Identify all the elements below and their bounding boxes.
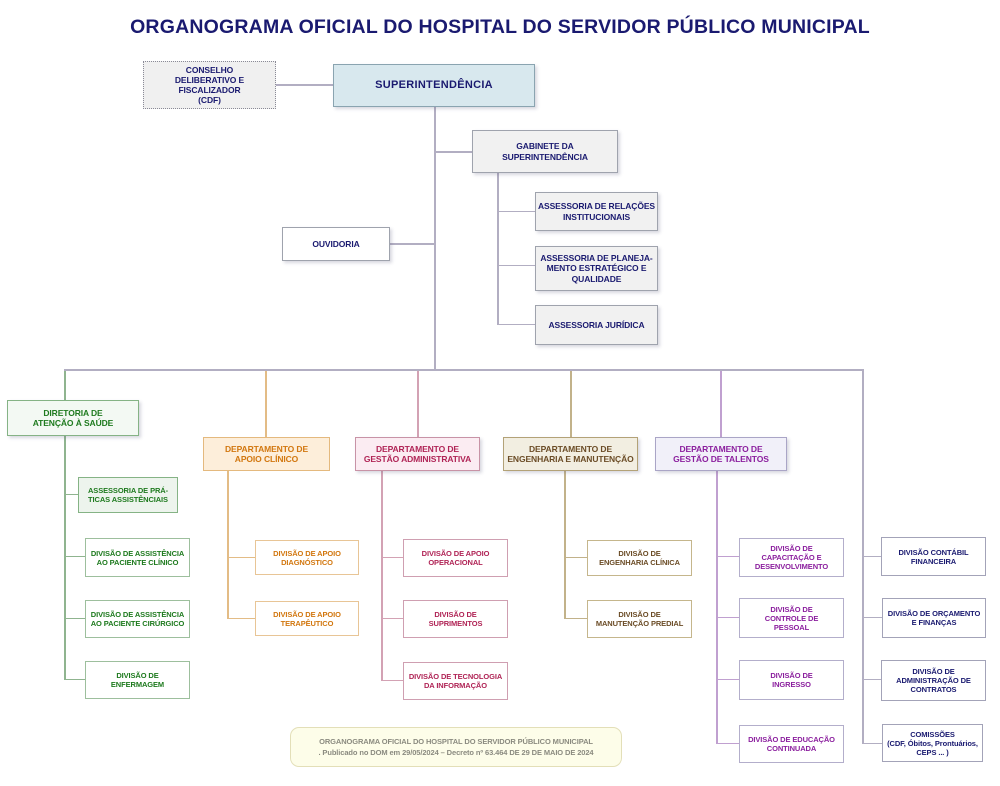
node-assessoria-planejamento: ASSESSORIA DE PLANEJA- MENTO ESTRATÉGICO… <box>535 246 658 291</box>
connector-comissoes <box>864 743 882 744</box>
connector-manutencao-predial <box>566 618 587 619</box>
connector-engenharia-clinica <box>566 557 587 558</box>
node-divisao-tecnologia: DIVISÃO DE TECNOLOGIA DA INFORMAÇÃO <box>403 662 508 700</box>
connector-paciente-clinico <box>66 556 85 557</box>
connector-terapeutico <box>229 618 255 619</box>
connector-praticas <box>66 494 78 495</box>
node-divisao-educacao: DIVISÃO DE EDUCAÇÃO CONTINUADA <box>739 725 844 763</box>
connector-tecnologia <box>383 680 403 681</box>
footer-note-line1: ORGANOGRAMA OFICIAL DO HOSPITAL DO SERVI… <box>319 737 593 746</box>
node-conselho-deliberativo: CONSELHO DELIBERATIVO E FISCALIZADOR (CD… <box>143 61 276 109</box>
connector-trunk <box>434 107 436 370</box>
connector-engenharia-stem <box>564 471 566 619</box>
connector-paciente-cirurgico <box>66 618 85 619</box>
node-divisao-contabil: DIVISÃO CONTÁBIL FINANCEIRA <box>881 537 986 576</box>
connector-drop-engenharia <box>570 371 572 437</box>
connector-gabinete <box>436 151 472 153</box>
node-divisao-manutencao-predial: DIVISÃO DE MANUTENÇÃO PREDIAL <box>587 600 692 638</box>
connector-gabinete-stem <box>497 173 499 325</box>
connector-apoio-stem <box>227 471 229 619</box>
connector-ingresso <box>718 679 739 680</box>
connector-orcamento <box>864 617 882 618</box>
connector-assessoria-planejamento <box>499 265 535 266</box>
node-diretoria-saude: DIRETORIA DE ATENÇÃO À SAÚDE <box>7 400 139 436</box>
node-divisao-suprimentos: DIVISÃO DE SUPRIMENTOS <box>403 600 508 638</box>
connector-contabil <box>864 556 881 557</box>
connector-gestao-stem <box>381 471 383 681</box>
connector-talentos-stem <box>716 471 718 744</box>
connector-right-column-stem <box>862 371 864 744</box>
connector-educacao <box>718 743 739 744</box>
connector-capacitacao <box>718 556 739 557</box>
node-divisao-apoio-terapeutico: DIVISÃO DE APOIO TERAPÊUTICO <box>255 601 359 636</box>
node-gabinete: GABINETE DA SUPERINTENDÊNCIA <box>472 130 618 173</box>
connector-adm-contratos <box>864 679 881 680</box>
node-dep-gestao-administrativa: DEPARTAMENTO DE GESTÃO ADMINISTRATIVA <box>355 437 480 471</box>
node-divisao-apoio-diagnostico: DIVISÃO DE APOIO DIAGNÓSTICO <box>255 540 359 575</box>
connector-diretoria-stem <box>64 436 66 680</box>
footer-note: ORGANOGRAMA OFICIAL DO HOSPITAL DO SERVI… <box>290 727 622 767</box>
node-divisao-ingresso: DIVISÃO DE INGRESSO <box>739 660 844 700</box>
connector-assessoria-relacoes <box>499 211 535 212</box>
node-divisao-orcamento: DIVISÃO DE ORÇAMENTO E FINANÇAS <box>882 598 986 638</box>
node-dep-apoio-clinico: DEPARTAMENTO DE APOIO CLÍNICO <box>203 437 330 471</box>
connector-drop-talentos <box>720 371 722 437</box>
node-divisao-adm-contratos: DIVISÃO DE ADMINISTRAÇÃO DE CONTRATOS <box>881 660 986 701</box>
node-divisao-enfermagem: DIVISÃO DE ENFERMAGEM <box>85 661 190 699</box>
node-divisao-paciente-clinico: DIVISÃO DE ASSISTÊNCIA AO PACIENTE CLÍNI… <box>85 538 190 577</box>
connector-ouvidoria <box>390 243 434 245</box>
connector-conselho-superintendencia <box>276 84 333 86</box>
connector-drop-gestao-administrativa <box>417 371 419 437</box>
connector-suprimentos <box>383 618 403 619</box>
node-dep-talentos: DEPARTAMENTO DE GESTÃO DE TALENTOS <box>655 437 787 471</box>
node-assessoria-praticas: ASSESSORIA DE PRÁ- TICAS ASSISTÊNCIAIS <box>78 477 178 513</box>
connector-diagnostico <box>229 557 255 558</box>
node-divisao-controle-pessoal: DIVISÃO DE CONTROLE DE PESSOAL <box>739 598 844 638</box>
footer-note-line2: . Publicado no DOM em 29/05/2024 – Decre… <box>318 748 594 757</box>
connector-drop-apoio-clinico <box>265 371 267 437</box>
node-ouvidoria: OUVIDORIA <box>282 227 390 261</box>
connector-distribution <box>64 369 864 371</box>
node-superintendencia: SUPERINTENDÊNCIA <box>333 64 535 107</box>
node-comissoes: COMISSÕES (CDF, Óbitos, Prontuários, CEP… <box>882 724 983 762</box>
connector-controle-pessoal <box>718 617 739 618</box>
node-divisao-paciente-cirurgico: DIVISÃO DE ASSISTÊNCIA AO PACIENTE CIRÚR… <box>85 600 190 638</box>
node-assessoria-relacoes: ASSESSORIA DE RELAÇÕES INSTITUCIONAIS <box>535 192 658 231</box>
node-assessoria-juridica: ASSESSORIA JURÍDICA <box>535 305 658 345</box>
page-title: ORGANOGRAMA OFICIAL DO HOSPITAL DO SERVI… <box>130 16 870 38</box>
connector-enfermagem <box>66 679 85 680</box>
node-divisao-capacitacao: DIVISÃO DE CAPACITAÇÃO E DESENVOLVIMENTO <box>739 538 844 577</box>
connector-drop-diretoria <box>64 371 66 400</box>
node-divisao-engenharia-clinica: DIVISÃO DE ENGENHARIA CLÍNICA <box>587 540 692 576</box>
connector-operacional <box>383 557 403 558</box>
connector-assessoria-juridica <box>499 324 535 325</box>
node-dep-engenharia: DEPARTAMENTO DE ENGENHARIA E MANUTENÇÃO <box>503 437 638 471</box>
node-divisao-apoio-operacional: DIVISÃO DE APOIO OPERACIONAL <box>403 539 508 577</box>
